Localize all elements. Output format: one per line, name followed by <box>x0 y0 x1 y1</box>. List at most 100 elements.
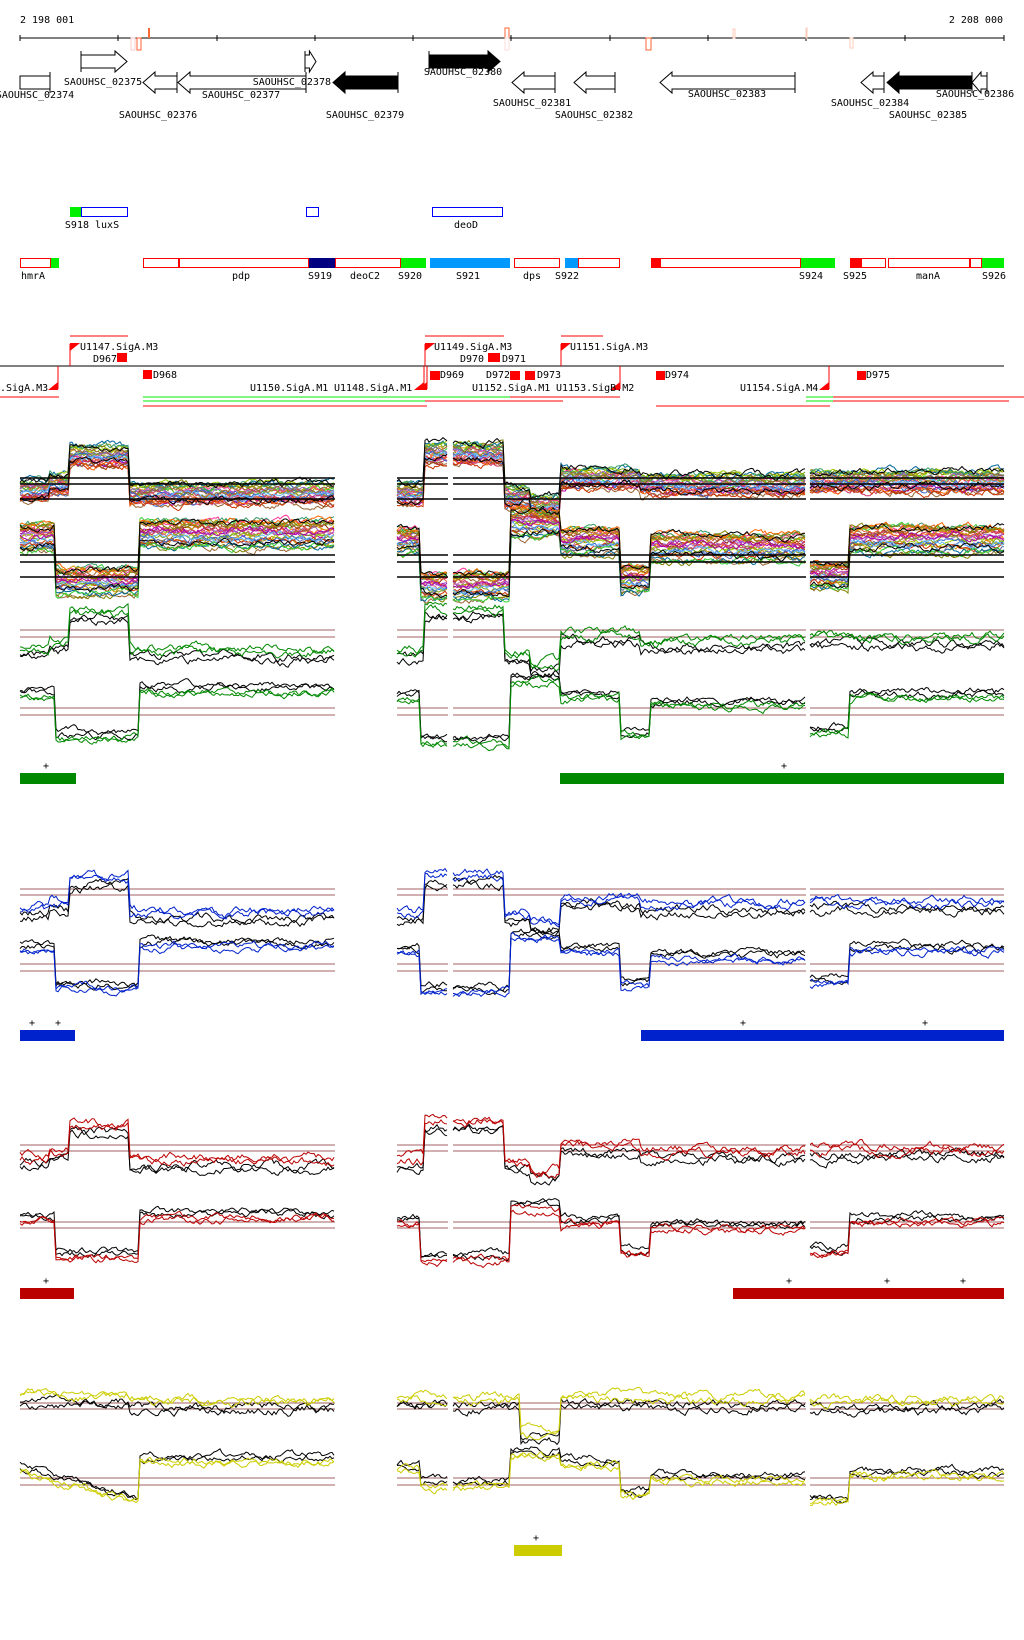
gene-arrow-left <box>177 70 307 95</box>
snp-marker <box>645 37 652 51</box>
feature-label: deoC2 <box>350 271 380 282</box>
promoter-flag-icon <box>425 343 435 351</box>
condition-trace <box>809 477 1005 490</box>
feature-block <box>888 258 970 268</box>
region-marker: + <box>781 761 787 772</box>
feature-label: S924 <box>799 271 823 282</box>
sample-trace <box>809 642 1005 654</box>
snp-marker <box>504 27 510 39</box>
condition-trace <box>19 540 335 600</box>
feature-block <box>143 258 179 268</box>
region-marker: + <box>43 761 49 772</box>
snp-marker <box>130 37 136 51</box>
sample-trace <box>396 1128 448 1175</box>
condition-trace <box>19 452 335 499</box>
feature-label: S918 luxS <box>65 220 119 231</box>
feature-label: deoD <box>454 220 478 231</box>
region-marker: + <box>884 1276 890 1287</box>
condition-trace <box>19 530 335 588</box>
feature-block <box>20 258 51 268</box>
gene-label: SAOUHSC_02377 <box>202 90 280 101</box>
feature-block <box>565 258 578 268</box>
promoter-track: .SigA.M3U1147.SigA.M3D967D968U1148.SigA.… <box>0 335 1024 407</box>
gene-label: SAOUHSC_02376 <box>119 110 197 121</box>
sample-trace <box>809 1463 1005 1501</box>
gene-label: SAOUHSC_02375 <box>64 77 142 88</box>
condition-trace <box>19 451 335 501</box>
feature-block <box>306 207 319 217</box>
feature-label: S919 <box>308 271 332 282</box>
condition-trace <box>452 524 806 596</box>
promoter-flag-icon <box>70 343 80 351</box>
feature-label: S921 <box>456 271 480 282</box>
region-bar <box>641 1030 1004 1041</box>
sample-trace <box>452 604 806 668</box>
gene-label: SAOUHSC_02380 <box>424 67 502 78</box>
sample-trace <box>452 611 806 673</box>
feature-block <box>401 258 426 268</box>
condition-trace <box>452 507 806 577</box>
feature-label: manA <box>916 271 940 282</box>
feature-block <box>81 207 128 217</box>
condition-trace <box>396 541 448 591</box>
terminator-block <box>857 371 866 380</box>
sample-trace <box>452 1452 806 1501</box>
sample-trace <box>809 1392 1005 1406</box>
promoter-flag-icon <box>610 382 620 390</box>
promoter-label: U1147.SigA.M3 <box>80 342 158 353</box>
region-bar <box>514 1545 562 1556</box>
feature-block <box>578 258 620 268</box>
condition-trace <box>809 467 1005 479</box>
condition-trace <box>809 522 1005 569</box>
gene-label: SAOUHSC_02383 <box>688 89 766 100</box>
feature-block <box>861 258 886 268</box>
feature-block <box>335 258 401 268</box>
sample-trace <box>19 687 335 743</box>
gene-arrow-left <box>659 70 796 95</box>
sample-trace <box>19 678 335 736</box>
region-marker: + <box>29 1018 35 1029</box>
promoter-label: D968 <box>153 370 177 381</box>
sample-trace <box>396 689 448 740</box>
promoter-label: D970 <box>460 354 484 365</box>
condition-trace <box>452 529 806 603</box>
condition-trace <box>809 538 1005 583</box>
sample-trace <box>19 1129 335 1177</box>
snp-marker <box>849 37 854 49</box>
sample-trace <box>452 1402 806 1446</box>
region-marker: + <box>43 1276 49 1287</box>
feature-block <box>51 258 59 268</box>
sample-trace <box>19 942 335 997</box>
sample-trace <box>396 1389 448 1403</box>
feature-label: dps <box>523 271 541 282</box>
feature-label: pdp <box>232 271 250 282</box>
sample-trace <box>809 1218 1005 1259</box>
sample-trace <box>452 1203 806 1261</box>
condition-trace <box>396 544 447 599</box>
condition-trace <box>452 507 806 582</box>
sample-trace <box>396 1463 448 1489</box>
sample-trace <box>19 614 335 668</box>
sample-trace <box>809 896 1005 911</box>
sample-trace <box>396 1459 448 1480</box>
condition-trace <box>396 446 448 493</box>
condition-trace <box>809 534 1005 581</box>
sample-trace <box>809 686 1005 733</box>
feature-label: S926 <box>982 271 1006 282</box>
sample-trace <box>19 1117 335 1164</box>
sample-trace <box>452 613 806 678</box>
region-marker: + <box>960 1276 966 1287</box>
sample-trace <box>19 1448 335 1501</box>
sample-trace <box>452 1397 806 1441</box>
region-marker: + <box>922 1018 928 1029</box>
gene-box <box>19 75 51 90</box>
feature-block <box>982 258 1004 268</box>
condition-trace <box>452 441 806 501</box>
sample-trace <box>396 1219 448 1263</box>
sample-trace <box>396 867 448 914</box>
sample-trace <box>396 1221 448 1268</box>
condition-trace <box>452 443 806 505</box>
region-marker: + <box>740 1018 746 1029</box>
sample-trace <box>19 608 335 659</box>
